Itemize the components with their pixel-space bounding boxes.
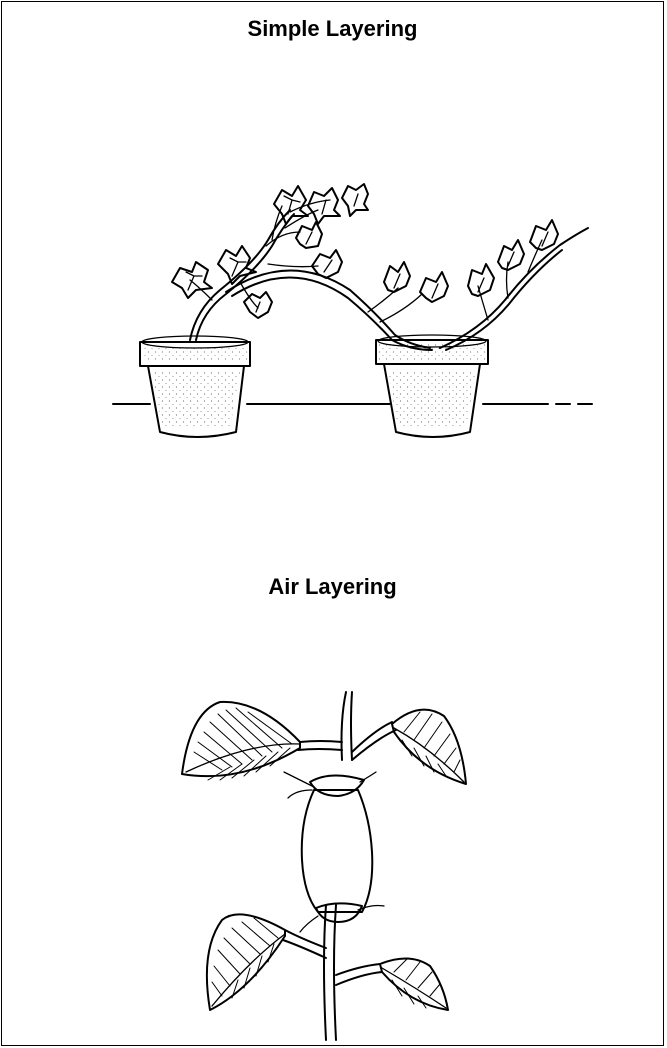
air-layering-illustration (182, 692, 466, 1040)
leaf-icon (420, 272, 448, 302)
leaf-icon (207, 914, 285, 1010)
leaf-icon (296, 222, 322, 248)
leaf-icon (498, 240, 524, 270)
leaf-icon (308, 188, 340, 224)
leaf-icon (172, 262, 212, 298)
stem-icon (190, 200, 588, 350)
leaf-icon (384, 262, 410, 292)
simple-layering-illustration (113, 184, 592, 437)
moss-wrap-icon (284, 772, 384, 932)
leaf-icon (274, 186, 308, 224)
leaf-icon (530, 220, 558, 250)
leaf-icon (182, 702, 300, 780)
leaf-icon (342, 184, 368, 216)
pot-icon (140, 336, 250, 437)
leaf-icon (468, 264, 494, 296)
leaf-icon (380, 958, 448, 1010)
leaf-icon (392, 710, 466, 784)
